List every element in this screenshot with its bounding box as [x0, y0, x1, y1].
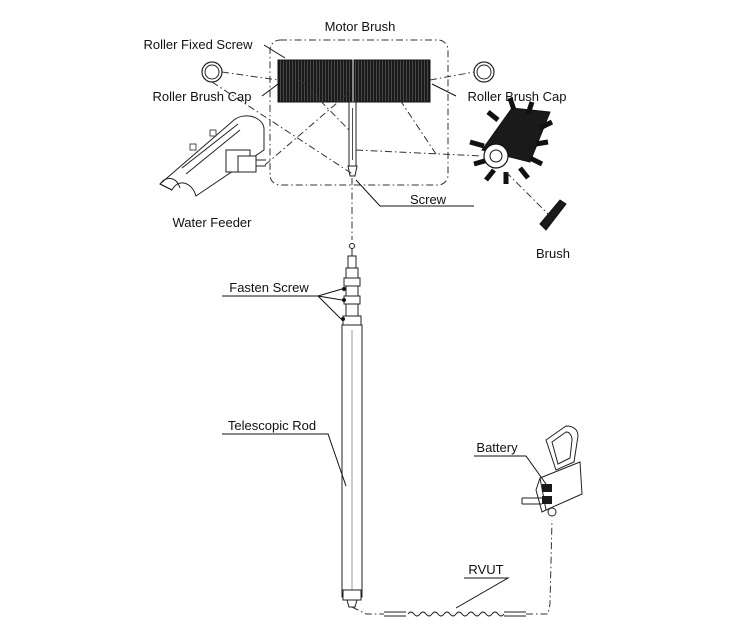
roller-brush-cap-right-part: [473, 61, 495, 83]
fasten-screw-2: [342, 298, 346, 302]
assembly-lines: [211, 71, 549, 240]
label-roller-brush-cap-right: Roller Brush Cap: [468, 89, 567, 104]
label-brush: Brush: [536, 246, 570, 261]
roller-brush-cap-left-part: [201, 61, 223, 83]
label-roller-fixed-screw: Roller Fixed Screw: [143, 37, 253, 52]
label-roller-brush-cap-left: Roller Brush Cap: [153, 89, 252, 104]
cable-path: [351, 519, 553, 617]
roller-brush-single: [469, 97, 554, 184]
fasten-screw-3: [341, 317, 345, 321]
leader-lines: [222, 44, 547, 609]
battery-part: [521, 425, 583, 517]
motor-shaft: [347, 101, 358, 177]
roller-brush-left: [277, 59, 353, 103]
label-fasten-screw: Fasten Screw: [229, 280, 309, 295]
fasten-screw-1: [342, 287, 346, 291]
label-water-feeder: Water Feeder: [173, 215, 253, 230]
label-motor-brush: Motor Brush: [325, 19, 396, 34]
label-rvut: RVUT: [468, 562, 503, 577]
water-feeder-part: [159, 115, 266, 197]
rvut-coil: [407, 611, 505, 617]
roller-brush-right: [353, 59, 431, 103]
fasten-screw-markers: [341, 287, 346, 321]
label-telescopic-rod: Telescopic Rod: [228, 418, 316, 433]
label-battery: Battery: [476, 440, 518, 455]
label-screw: Screw: [410, 192, 447, 207]
brush-strip-part: [539, 199, 567, 231]
telescopic-rod-part: [341, 243, 363, 608]
motor-brush-frame: [269, 39, 449, 186]
